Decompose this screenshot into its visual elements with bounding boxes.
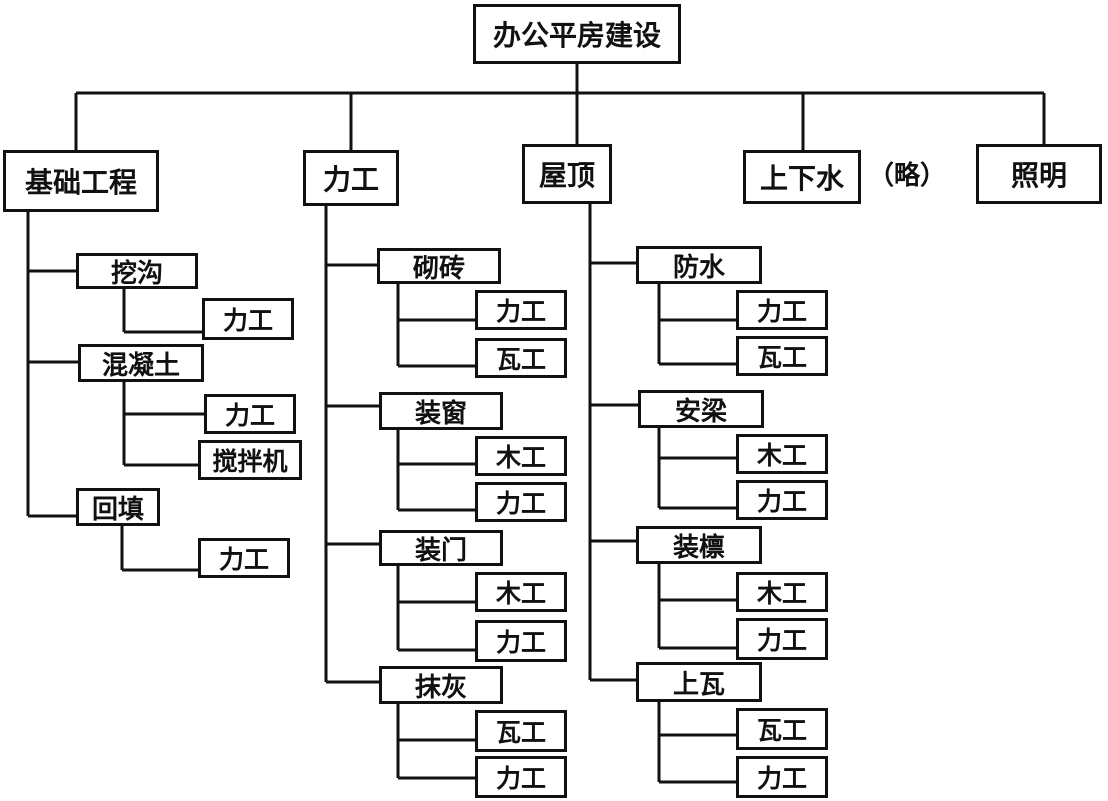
worker-purlin-1: 木工	[736, 572, 828, 612]
worker-window-2: 力工	[475, 482, 567, 522]
omitted-note: （略）	[868, 161, 947, 191]
worker-window-1: 木工	[475, 436, 567, 476]
worker-door-2: 力工	[475, 620, 567, 662]
worker-trench-1: 力工	[202, 298, 294, 340]
task-waterproof: 防水	[636, 246, 762, 284]
worker-beam-2: 力工	[736, 480, 828, 520]
branch-labor: 力工	[303, 150, 399, 206]
worker-plaster-2: 力工	[475, 756, 567, 798]
worker-backfill-1: 力工	[198, 538, 290, 578]
worker-waterproof-2: 瓦工	[736, 336, 828, 376]
task-trench: 挖沟	[76, 253, 198, 289]
worker-tile-2: 力工	[736, 756, 828, 798]
task-purlin: 装檩	[636, 526, 762, 564]
task-window: 装窗	[379, 392, 503, 430]
task-bricklaying: 砌砖	[377, 248, 501, 284]
worker-concrete-2: 搅拌机	[198, 440, 302, 480]
task-backfill: 回填	[76, 488, 160, 526]
task-concrete: 混凝土	[78, 344, 204, 382]
worker-beam-1: 木工	[736, 434, 828, 474]
task-plaster: 抹灰	[379, 666, 503, 704]
worker-purlin-2: 力工	[736, 618, 828, 660]
branch-lighting: 照明	[976, 144, 1102, 204]
worker-tile-1: 瓦工	[736, 708, 828, 750]
worker-door-1: 木工	[475, 572, 567, 612]
branch-foundation: 基础工程	[3, 150, 159, 212]
worker-bricklaying-2: 瓦工	[475, 338, 567, 378]
branch-plumbing: 上下水	[743, 150, 861, 204]
task-tile: 上瓦	[636, 662, 762, 702]
task-door: 装门	[379, 530, 503, 566]
root-node: 办公平房建设	[473, 4, 681, 64]
branch-roof: 屋顶	[522, 144, 612, 204]
worker-bricklaying-1: 力工	[475, 290, 567, 330]
task-beam: 安梁	[638, 390, 764, 428]
worker-concrete-1: 力工	[204, 394, 296, 434]
worker-waterproof-1: 力工	[736, 290, 828, 330]
worker-plaster-1: 瓦工	[475, 710, 567, 752]
